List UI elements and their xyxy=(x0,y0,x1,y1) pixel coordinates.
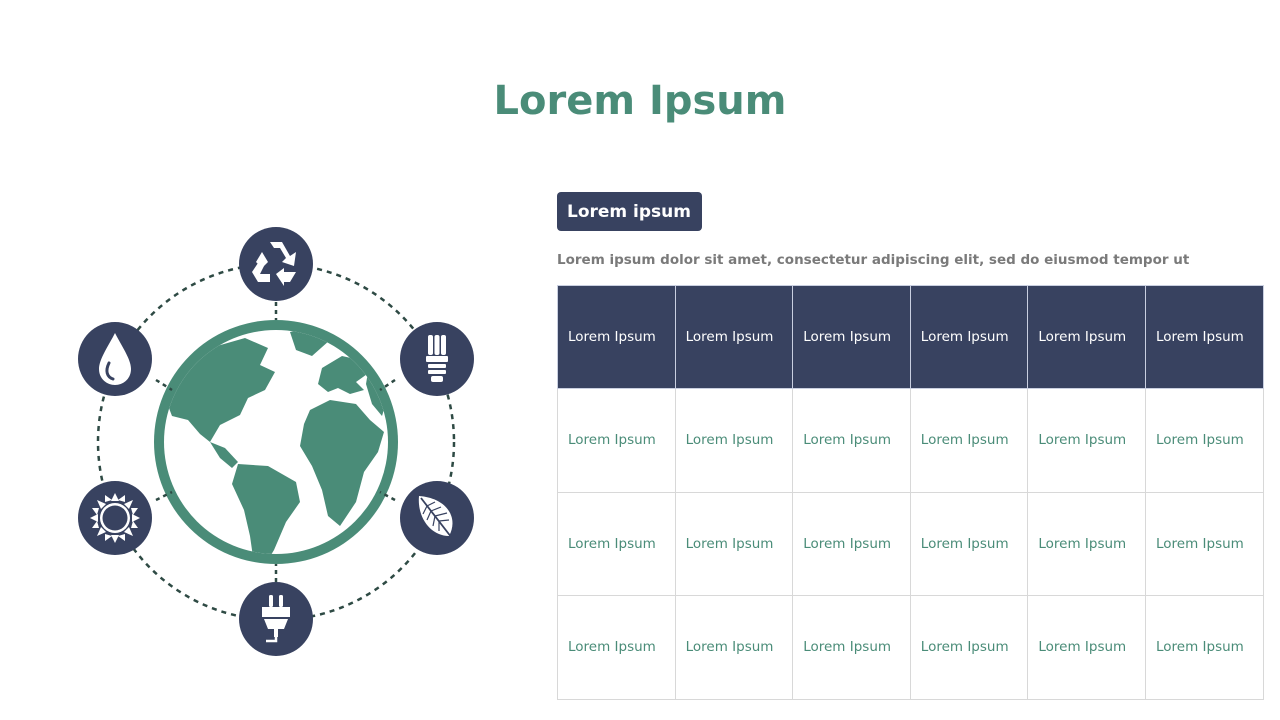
leaf-icon xyxy=(400,481,474,555)
table-header-row: Lorem Ipsum Lorem Ipsum Lorem Ipsum Lore… xyxy=(557,285,1264,389)
sun-icon xyxy=(78,481,152,555)
table-cell: Lorem Ipsum xyxy=(909,491,1029,596)
table-header-cell: Lorem Ipsum xyxy=(909,285,1029,389)
table-header-cell: Lorem Ipsum xyxy=(1027,285,1146,389)
table-cell: Lorem Ipsum xyxy=(557,595,676,700)
table-row: Lorem Ipsum Lorem Ipsum Lorem Ipsum Lore… xyxy=(557,388,1264,493)
slide-title: Lorem Ipsum xyxy=(493,78,787,124)
table-cell: Lorem Ipsum xyxy=(1027,595,1146,700)
table-cell: Lorem Ipsum xyxy=(674,595,794,700)
recycle-icon xyxy=(239,227,313,301)
globe-icon xyxy=(154,320,398,564)
table-cell: Lorem Ipsum xyxy=(1027,388,1146,493)
table-cell: Lorem Ipsum xyxy=(1144,595,1264,700)
table-header-cell: Lorem Ipsum xyxy=(674,285,794,389)
table-cell: Lorem Ipsum xyxy=(792,388,911,493)
plug-icon xyxy=(239,582,313,656)
table-cell: Lorem Ipsum xyxy=(909,595,1029,700)
table-header-cell: Lorem Ipsum xyxy=(792,285,911,389)
table-cell: Lorem Ipsum xyxy=(1144,388,1264,493)
table-cell: Lorem Ipsum xyxy=(557,491,676,596)
light-bulb-icon xyxy=(400,322,474,396)
section-heading-badge: Lorem ipsum xyxy=(557,192,702,231)
table-cell: Lorem Ipsum xyxy=(1027,491,1146,596)
table-row: Lorem Ipsum Lorem Ipsum Lorem Ipsum Lore… xyxy=(557,491,1264,596)
table-cell: Lorem Ipsum xyxy=(792,491,911,596)
table-header-cell: Lorem Ipsum xyxy=(1144,285,1264,389)
table-cell: Lorem Ipsum xyxy=(792,595,911,700)
orbit-ring xyxy=(96,262,456,622)
table-row: Lorem Ipsum Lorem Ipsum Lorem Ipsum Lore… xyxy=(557,595,1264,700)
table-cell: Lorem Ipsum xyxy=(557,388,676,493)
data-table: Lorem Ipsum Lorem Ipsum Lorem Ipsum Lore… xyxy=(557,285,1264,700)
table-cell: Lorem Ipsum xyxy=(909,388,1029,493)
water-drop-icon xyxy=(78,322,152,396)
description-text: Lorem ipsum dolor sit amet, consectetur … xyxy=(557,252,1190,268)
table-cell: Lorem Ipsum xyxy=(674,388,794,493)
table-header-cell: Lorem Ipsum xyxy=(557,285,676,389)
environment-graphic xyxy=(60,220,500,675)
table-cell: Lorem Ipsum xyxy=(1144,491,1264,596)
table-cell: Lorem Ipsum xyxy=(674,491,794,596)
